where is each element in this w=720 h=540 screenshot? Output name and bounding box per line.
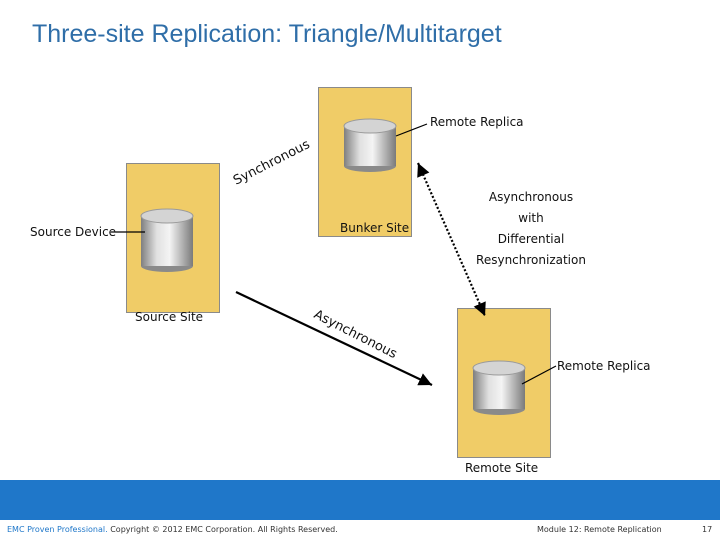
slide-title: Three-site Replication: Triangle/Multita…: [32, 20, 502, 48]
footer-band: [0, 480, 720, 520]
async-line-4: Resynchronization: [476, 253, 586, 267]
source-site-label: Source Site: [135, 310, 204, 324]
footer-module: Module 12: Remote Replication: [537, 525, 662, 534]
async-differential-resync-label: Asynchronous with Differential Resynchro…: [472, 187, 590, 271]
remote-replica-top-pointer: [395, 123, 428, 137]
synchronous-label: Synchronous: [231, 137, 313, 189]
async-line-1: Asynchronous: [488, 190, 574, 204]
source-device-disk-icon: [140, 208, 194, 272]
remote-site-label: Remote Site: [465, 461, 539, 475]
remote-replica-bottom-pointer: [521, 365, 557, 385]
bunker-site-label: Bunker Site: [340, 221, 410, 235]
async-line-2: with: [518, 211, 544, 225]
bunker-disk-icon: [343, 118, 397, 172]
asynchronous-arrow: [235, 291, 433, 386]
remote-replica-disk-icon: [472, 360, 526, 415]
footer-page-number: 17: [702, 525, 713, 534]
remote-replica-top-label: Remote Replica: [430, 115, 524, 129]
source-device-label: Source Device: [30, 225, 117, 239]
async-line-3: Differential: [497, 232, 565, 246]
footer-brand: EMC Proven Professional.: [7, 525, 108, 534]
footer-copyright-text: Copyright © 2012 EMC Corporation. All Ri…: [107, 525, 338, 534]
remote-replica-bottom-label: Remote Replica: [557, 359, 651, 373]
footer-copyright: EMC Proven Professional. Copyright © 201…: [7, 525, 338, 534]
